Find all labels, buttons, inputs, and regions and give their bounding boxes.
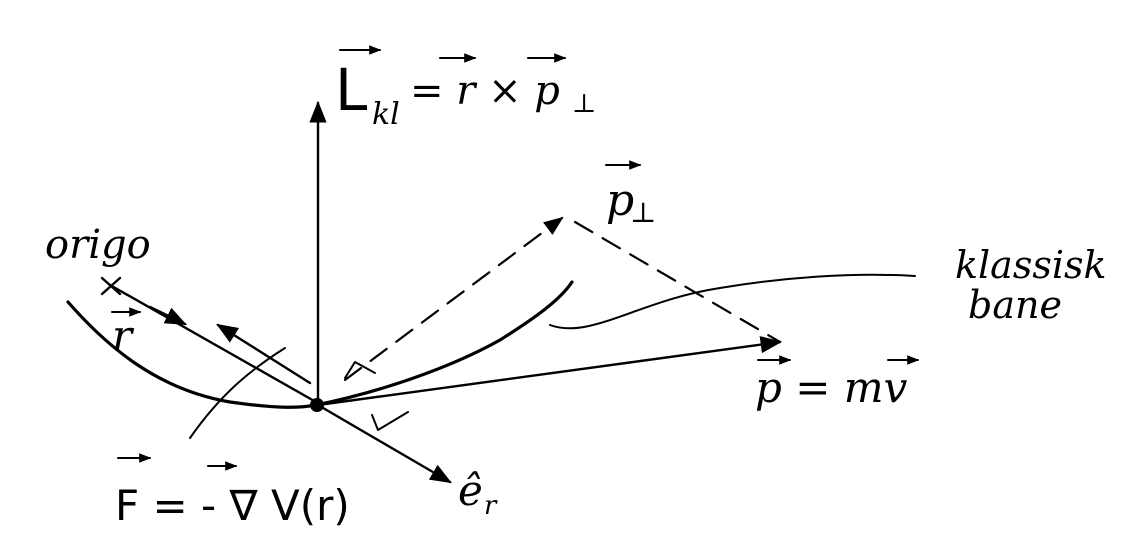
trajectory-curve: [66, 280, 574, 409]
projection-dashed-line: [573, 220, 782, 344]
p-perp-sub: ⊥: [630, 196, 656, 229]
right-angle-marker-lower: [371, 411, 409, 431]
momentum-arrow: [316, 336, 783, 407]
trajectory-label-line2: bane: [968, 283, 1062, 327]
right-angle-marker: [344, 361, 376, 379]
position-label: r: [112, 311, 135, 360]
particle-dot: [310, 398, 324, 412]
angular-momentum-rhs: = r × p: [410, 68, 560, 114]
position-vector-line: [108, 283, 318, 404]
radial-unit-arrow: [316, 403, 452, 484]
radial-unit-sub: r: [484, 491, 498, 521]
origin-marker: [100, 276, 122, 296]
radial-unit-label: ê: [458, 466, 483, 515]
origin-label: origo: [45, 222, 151, 268]
position-arrow-head: [148, 305, 187, 326]
tangent-curve: [189, 347, 286, 439]
p-perp-label: p: [606, 175, 634, 226]
trajectory-label-line1: klassisk: [955, 243, 1107, 287]
angular-momentum-label: L: [335, 56, 367, 124]
momentum-label: p = mv: [755, 363, 908, 412]
force-label: F = - ∇ V(r): [115, 481, 350, 530]
p-perp-dashed-arrow: [343, 216, 564, 382]
angular-momentum-rhs-sub: ⊥: [572, 89, 596, 119]
trajectory-label-leader: [549, 273, 916, 330]
force-arrow: [216, 323, 312, 385]
angular-momentum-sub: kl: [372, 97, 400, 132]
